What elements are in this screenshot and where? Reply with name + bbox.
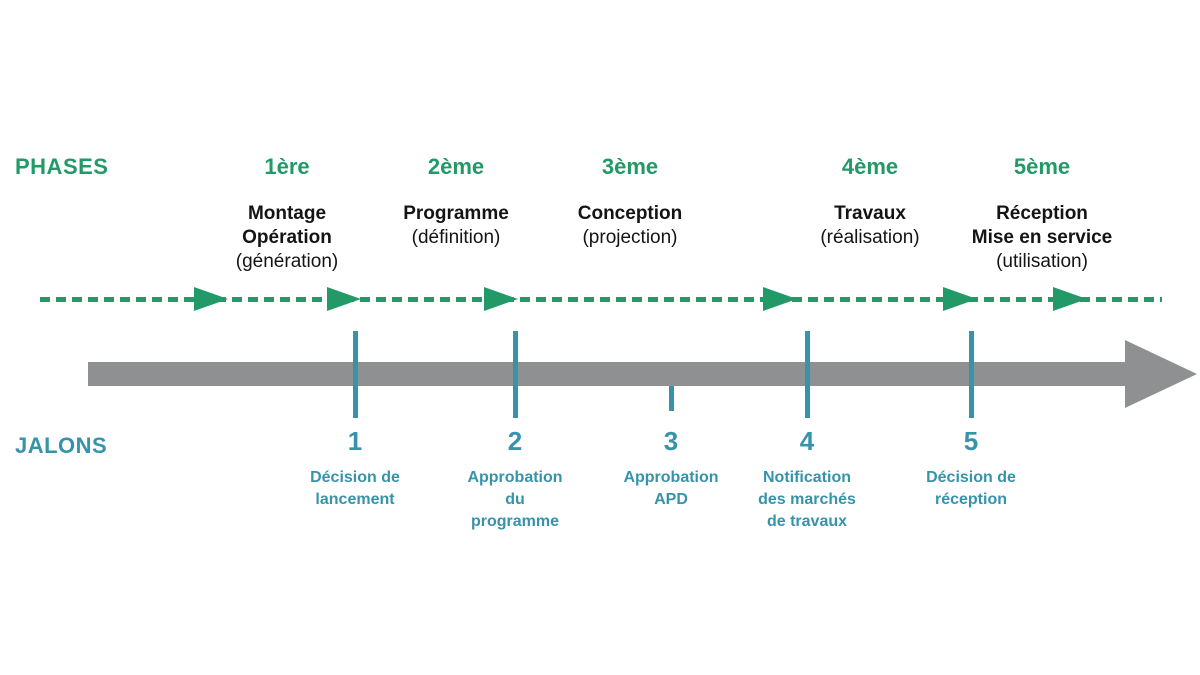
phase-column-2: 2ème Programme (définition) bbox=[346, 155, 566, 250]
phase-subtitle: (définition) bbox=[411, 227, 501, 248]
phase-title: Programme bbox=[403, 203, 509, 224]
phase-column-5: 5ème Réception Mise en service (utilisat… bbox=[932, 155, 1152, 274]
dashed-arrowhead-icon bbox=[1053, 287, 1087, 311]
main-timeline-bar bbox=[88, 362, 1125, 386]
jalon-label: Notification des marchés de travaux bbox=[758, 469, 856, 530]
phase-subtitle: (projection) bbox=[582, 227, 678, 248]
dashed-arrowhead-icon bbox=[763, 287, 797, 311]
jalon-label: Décision de réception bbox=[926, 469, 1016, 508]
phase-column-3: 3ème Conception (projection) bbox=[520, 155, 740, 250]
jalon-column-1: 1 Décision de lancement bbox=[265, 428, 445, 511]
jalon-column-2: 2 Approbation du programme bbox=[425, 428, 605, 533]
phase-title: Réception Mise en service bbox=[971, 203, 1113, 248]
phases-section-label: PHASES bbox=[15, 154, 109, 179]
dashed-arrowhead-icon bbox=[943, 287, 977, 311]
phase-subtitle: (génération) bbox=[235, 251, 339, 272]
milestone-tick-4 bbox=[805, 331, 810, 418]
phases-dashed-timeline bbox=[40, 297, 1162, 302]
phase-ordinal: 3ème bbox=[601, 154, 659, 179]
jalons-section-label: JALONS bbox=[15, 433, 108, 458]
milestone-tick-2 bbox=[513, 331, 518, 418]
dashed-arrowhead-icon bbox=[194, 287, 228, 311]
phase-ordinal: 1ère bbox=[264, 154, 310, 179]
phase-title: Travaux bbox=[834, 203, 906, 224]
jalon-column-5: 5 Décision de réception bbox=[881, 428, 1061, 511]
milestone-tick-5 bbox=[969, 331, 974, 418]
jalon-label: Approbation APD bbox=[623, 469, 719, 508]
phase-title: Conception bbox=[577, 203, 683, 224]
phase-subtitle: (réalisation) bbox=[820, 227, 920, 248]
jalon-number: 5 bbox=[963, 426, 979, 456]
phase-title: Montage Opération bbox=[242, 203, 332, 248]
jalon-number: 1 bbox=[347, 426, 363, 456]
phase-ordinal: 2ème bbox=[427, 154, 485, 179]
milestone-tick-3 bbox=[669, 386, 674, 411]
jalon-label: Approbation du programme bbox=[467, 469, 563, 530]
phase-ordinal: 5ème bbox=[1013, 154, 1071, 179]
phase-column-4: 4ème Travaux (réalisation) bbox=[760, 155, 980, 250]
phase-ordinal: 4ème bbox=[841, 154, 899, 179]
main-timeline-arrowhead-icon bbox=[1125, 340, 1197, 408]
phase-column-1: 1ère Montage Opération (génération) bbox=[177, 155, 397, 274]
dashed-arrowhead-icon bbox=[484, 287, 518, 311]
dashed-arrowhead-icon bbox=[327, 287, 361, 311]
jalon-label: Décision de lancement bbox=[310, 469, 400, 508]
jalon-number: 3 bbox=[663, 426, 679, 456]
milestone-tick-1 bbox=[353, 331, 358, 418]
phase-subtitle: (utilisation) bbox=[996, 251, 1088, 272]
jalon-number: 2 bbox=[507, 426, 523, 456]
jalon-number: 4 bbox=[799, 426, 815, 456]
jalon-column-3: 3 Approbation APD bbox=[581, 428, 761, 511]
jalon-column-4: 4 Notification des marchés de travaux bbox=[717, 428, 897, 533]
